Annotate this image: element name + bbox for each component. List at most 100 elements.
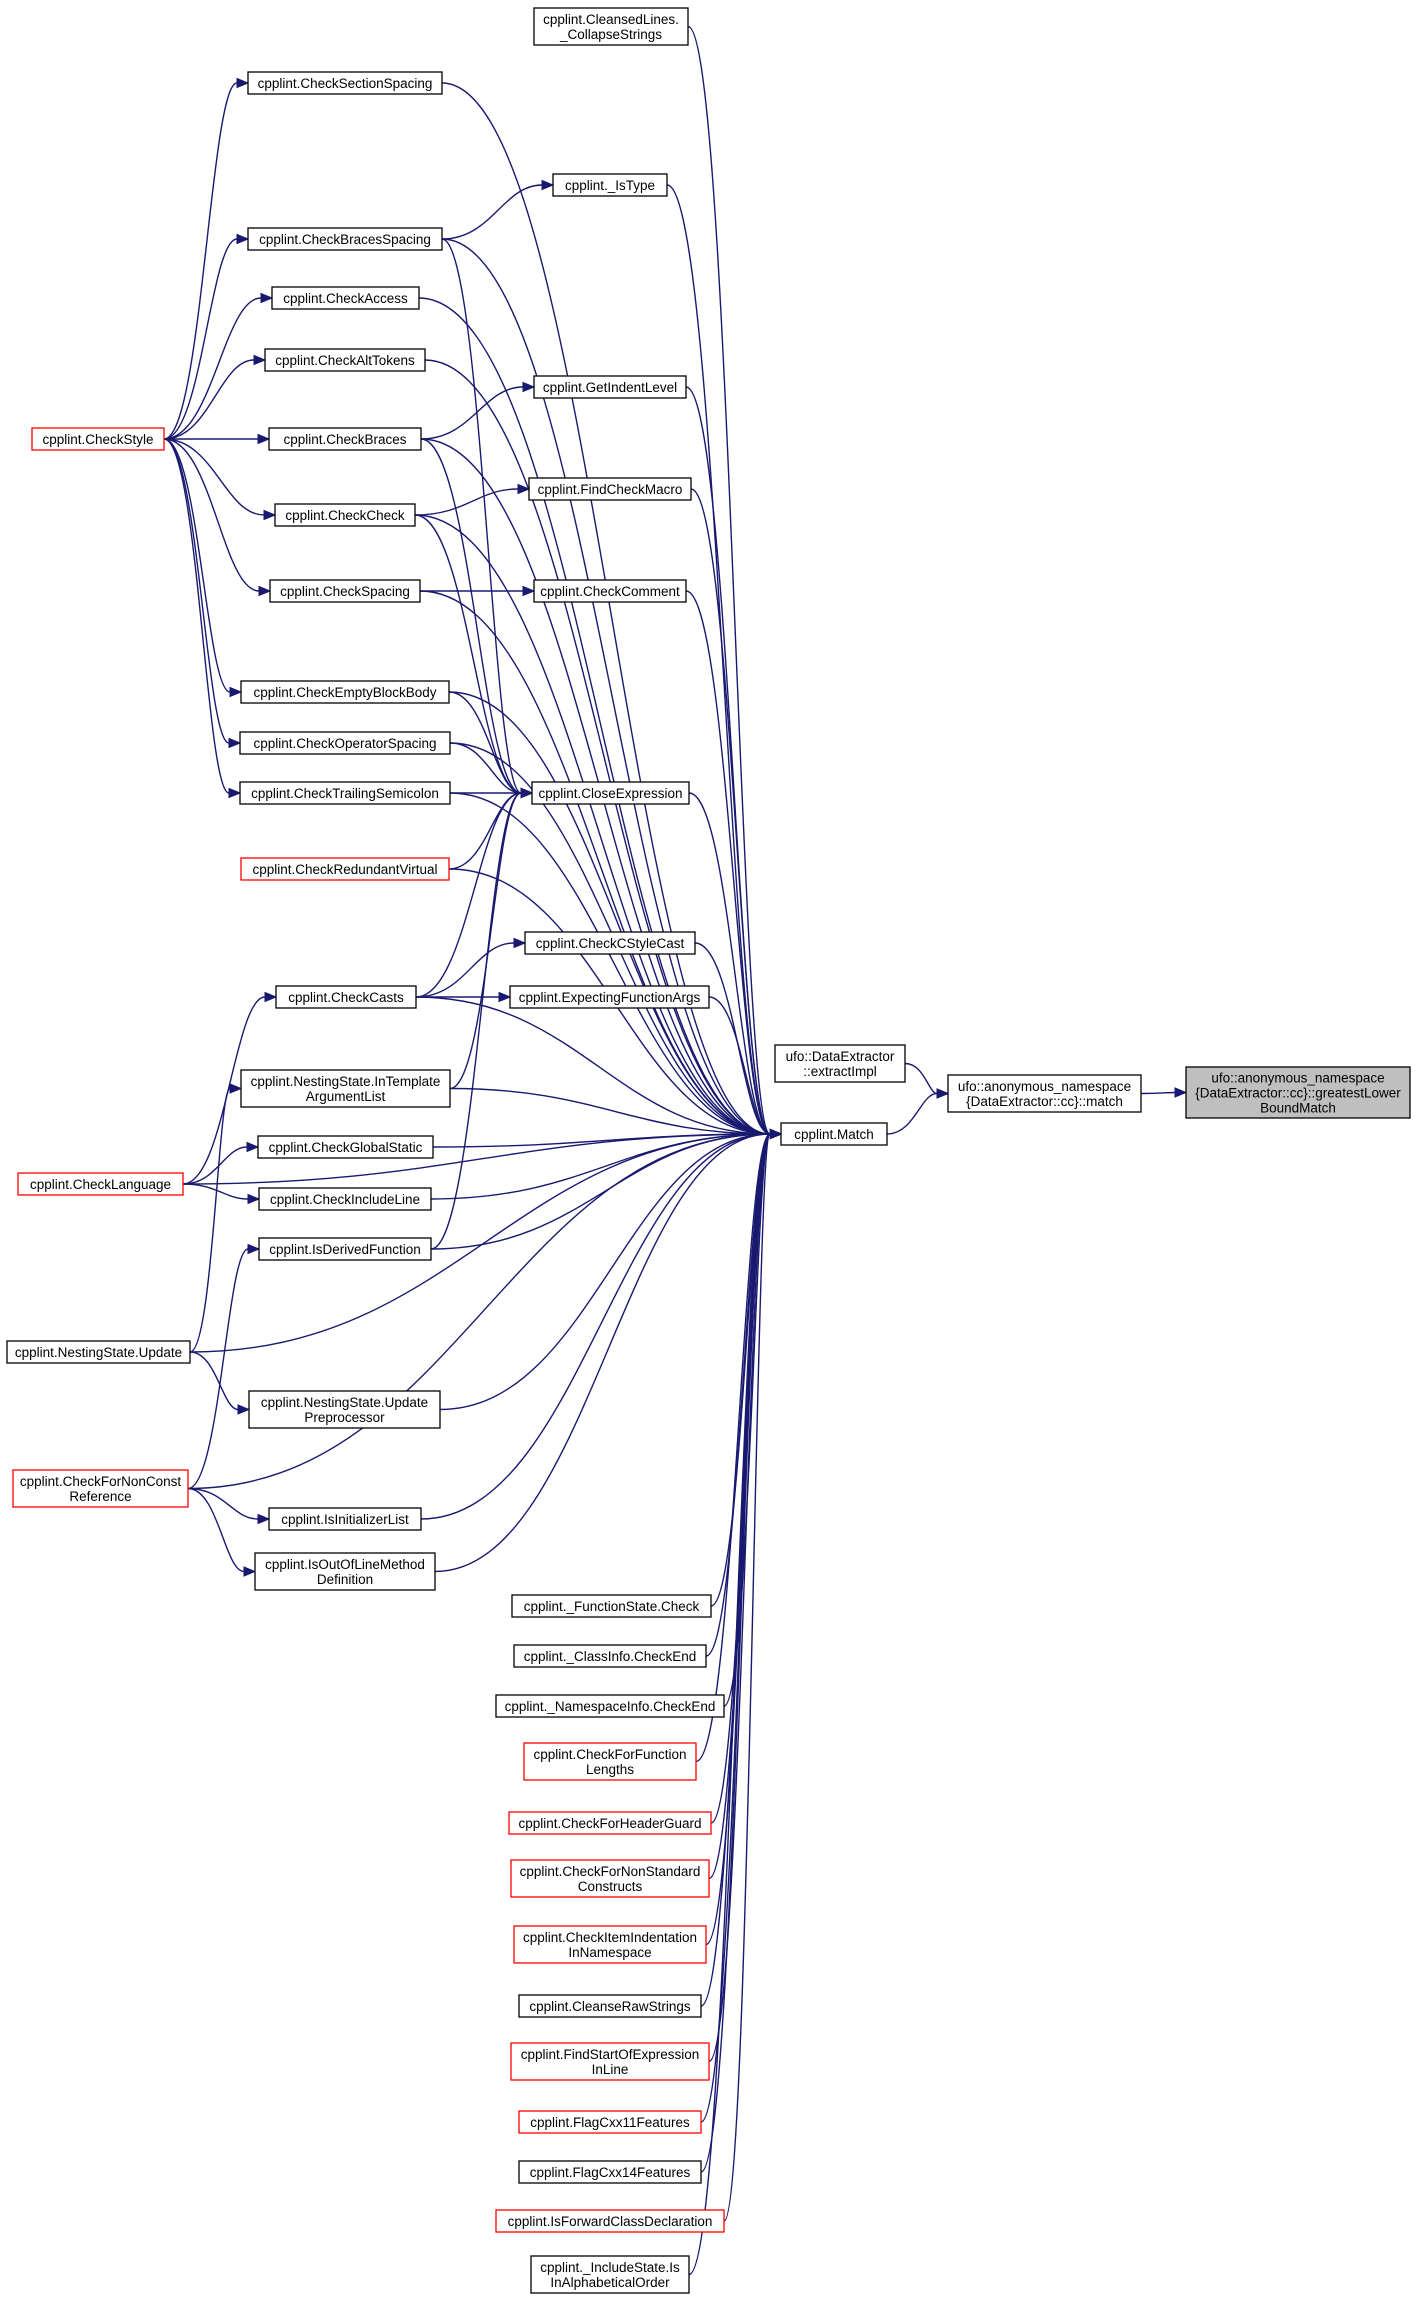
graph-node-checkcasts[interactable]: cpplint.CheckCasts [275,985,417,1009]
graph-node-collapse[interactable]: cpplint.CleansedLines._CollapseStrings [533,7,689,46]
arrowhead-checkfornonconstref-to-isderivedfunction [247,1243,261,1255]
graph-node-checkbracesspacing[interactable]: cpplint.CheckBracesSpacing [247,227,443,251]
arrowhead-nestingupdate-to-intemplate [229,1083,243,1094]
node-label: cpplint.CleansedLines. [543,12,679,27]
node-box [271,286,420,310]
node-box [247,227,443,251]
arrowhead-checklanguage-to-checkcasts [264,991,278,1003]
graph-node-flagcxx14[interactable]: cpplint.FlagCxx14Features [518,2160,702,2184]
graph-node-namespaceinfocheckend[interactable]: cpplint._NamespaceInfo.CheckEnd [495,1694,725,1718]
edge-checkoperatorspacing-to-closeexpression [449,742,522,794]
node-label: {DataExtractor::cc}::match [966,1094,1123,1109]
edge-checklanguage-to-checkglobalstatic [182,1146,248,1185]
graph-node-checkspacing[interactable]: cpplint.CheckSpacing [269,579,421,603]
arrowhead-checklanguage-to-checkincludeline [247,1193,261,1205]
node-label: ufo::DataExtractor [786,1049,895,1064]
edge-checkbracesspacing-to-istype [441,184,543,240]
node-box [269,579,421,603]
edge-classinfocheckend-to-match [705,1133,771,1657]
graph-node-cleanserawstrings[interactable]: cpplint.CleanseRawStrings [518,1994,702,2018]
graph-node-nestingupdate[interactable]: cpplint.NestingState.Update [6,1340,191,1364]
edge-checkcomment-to-match [685,590,771,1135]
node-label: cpplint.IsForwardClassDeclaration [508,2214,713,2229]
edge-checkaccess-to-match [418,297,771,1135]
graph-node-checkforheaderguard[interactable]: cpplint.CheckForHeaderGuard [508,1811,712,1835]
node-label: cpplint.CheckCheck [285,508,405,523]
edge-extractimpl-to-anonmatch [904,1062,938,1095]
arrowhead-checklanguage-to-checkglobalstatic [246,1141,260,1153]
graph-node-checkredundantvirtual[interactable]: cpplint.CheckRedundantVirtual [240,857,450,881]
arrowhead-checkstyle-to-checkemptyblockbody [229,686,243,698]
node-box [510,1859,710,1898]
graph-node-checkaccess[interactable]: cpplint.CheckAccess [271,286,420,310]
arrowhead-checkcasts-to-checkcstylecast [513,937,527,949]
edge-checkemptyblockbody-to-closeexpression [448,691,522,794]
node-label: cpplint.CheckSpacing [280,584,410,599]
node-box [31,427,165,451]
node-box [274,503,416,527]
edge-checkcasts-to-match [415,996,771,1135]
node-label: cpplint.CheckRedundantVirtual [252,862,437,877]
node-label: cpplint.CheckTrailingSemicolon [251,786,439,801]
graph-node-intemplate[interactable]: cpplint.NestingState.InTemplateArgumentL… [240,1069,451,1108]
node-label: InNamespace [568,1945,651,1960]
edge-isoutoflinemethod-to-match [434,1133,771,1573]
node-box [518,2110,702,2134]
node-label: cpplint.CheckItemIndentation [523,1930,697,1945]
node-box [510,2042,710,2081]
graph-node-checkalttokens[interactable]: cpplint.CheckAltTokens [264,348,426,372]
graph-node-istype[interactable]: cpplint._IsType [552,173,668,197]
graph-node-anonmatch[interactable]: ufo::anonymous_namespace{DataExtractor::… [947,1074,1142,1113]
graph-node-checklanguage[interactable]: cpplint.CheckLanguage [17,1172,184,1196]
node-label: BoundMatch [1260,1101,1336,1116]
edge-findcheckmacro-to-match [690,488,771,1135]
edge-nestingupdate-to-intemplate [189,1087,231,1353]
graph-node-checkcstylecast[interactable]: cpplint.CheckCStyleCast [524,931,696,955]
node-label: cpplint._IncludeState.Is [540,2260,680,2275]
node-box [239,781,451,805]
edge-checkstyle-to-checkemptyblockbody [163,438,231,693]
graph-node-expectingfunctionargs[interactable]: cpplint.ExpectingFunctionArgs [509,985,710,1009]
graph-node-checkemptyblockbody[interactable]: cpplint.CheckEmptyBlockBody [240,680,450,704]
graph-node-functionstatecheck[interactable]: cpplint._FunctionState.Check [511,1594,712,1618]
node-label: cpplint.CheckStyle [42,432,153,447]
edge-checkforheaderguard-to-match [710,1133,771,1824]
graph-node-checkcomment[interactable]: cpplint.CheckComment [533,579,687,603]
graph-node-match[interactable]: cpplint.Match [780,1122,888,1146]
graph-node-isinitializerlist[interactable]: cpplint.IsInitializerList [268,1507,422,1531]
graph-node-getindentlevel[interactable]: cpplint.GetIndentLevel [533,375,687,399]
graph-node-checksectionspacing[interactable]: cpplint.CheckSectionSpacing [247,71,443,95]
edge-checkbraces-to-closeexpression [420,438,522,794]
graph-node-greatestlower[interactable]: ufo::anonymous_namespace{DataExtractor::… [1185,1066,1411,1119]
graph-node-checkincludeline[interactable]: cpplint.CheckIncludeLine [258,1187,432,1211]
graph-node-checkbraces[interactable]: cpplint.CheckBraces [268,427,422,451]
arrowhead-match-to-anonmatch [936,1088,950,1099]
graph-node-closeexpression[interactable]: cpplint.CloseExpression [531,781,690,805]
edge-match-to-anonmatch [886,1092,938,1135]
graph-node-flagcxx11[interactable]: cpplint.FlagCxx11Features [518,2110,702,2134]
graph-node-checkcheck[interactable]: cpplint.CheckCheck [274,503,416,527]
graph-node-checkoperatorspacing[interactable]: cpplint.CheckOperatorSpacing [239,731,451,755]
graph-node-checktrailingsemicolon[interactable]: cpplint.CheckTrailingSemicolon [239,781,451,805]
graph-node-findcheckmacro[interactable]: cpplint.FindCheckMacro [528,477,692,501]
node-box [513,1644,707,1668]
graph-node-includestate[interactable]: cpplint._IncludeState.IsInAlphabeticalOr… [530,2255,690,2294]
graph-node-isforwardclass[interactable]: cpplint.IsForwardClassDeclaration [495,2209,725,2233]
arrowhead-checkstyle-to-checkbracesspacing [236,233,250,245]
edge-flagcxx11-to-match [700,1133,771,2123]
graph-node-extractimpl[interactable]: ufo::DataExtractor::extractImpl [774,1044,906,1083]
graph-node-classinfocheckend[interactable]: cpplint._ClassInfo.CheckEnd [513,1644,707,1668]
node-label: cpplint.CheckIncludeLine [270,1192,420,1207]
node-box [275,985,417,1009]
graph-node-isderivedfunction[interactable]: cpplint.IsDerivedFunction [258,1237,432,1261]
graph-node-checkglobalstatic[interactable]: cpplint.CheckGlobalStatic [257,1135,434,1159]
node-label: cpplint.FindStartOfExpression [521,2047,700,2062]
graph-node-checkstyle[interactable]: cpplint.CheckStyle [31,427,165,451]
